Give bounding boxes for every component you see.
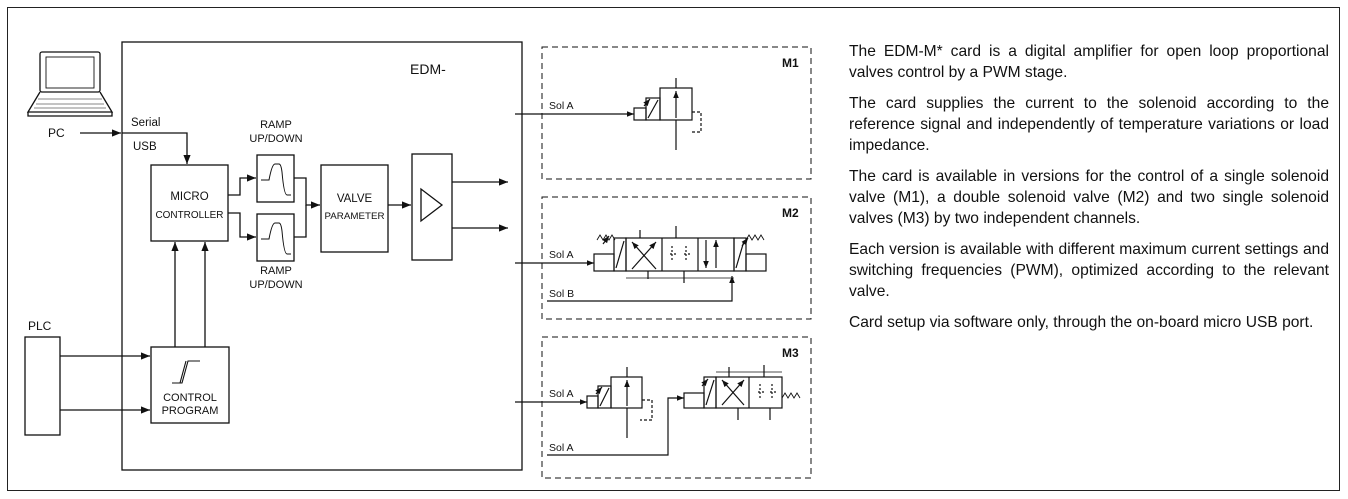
micro-label-2: CONTROLLER — [156, 210, 224, 221]
amplifier-block — [411, 153, 453, 261]
m3-sol-a-upper-label: Sol A — [549, 388, 574, 400]
serial-label: Serial — [131, 117, 160, 129]
m1-sol-a-label: Sol A — [549, 100, 574, 112]
ramp-up-curve — [261, 163, 291, 196]
m2-valve-box — [541, 196, 812, 320]
m2-sol-b-label: Sol B — [549, 288, 574, 300]
description-paragraph-5: Card setup via software only, through th… — [849, 314, 1314, 331]
ramp-top-label-1: RAMP — [260, 119, 292, 131]
m1-valve-symbol — [515, 78, 702, 150]
edm-card-box — [121, 41, 523, 471]
plc-block — [24, 336, 61, 436]
m2-valve-symbol — [515, 226, 767, 302]
control-label-1: CONTROL — [163, 392, 217, 404]
laptop-icon — [26, 51, 114, 117]
m2-label: M2 — [782, 206, 799, 220]
micro-label-1: MICRO — [170, 191, 208, 203]
hysteresis-icon — [172, 360, 200, 384]
valve-param-label-2: PARAMETER — [325, 211, 385, 222]
m3-sol-a-lower-label: Sol A — [549, 442, 574, 454]
plc-label: PLC — [28, 319, 52, 333]
ramp-down-curve — [261, 222, 291, 255]
control-program-block — [150, 346, 230, 424]
description-paragraph-3: The card is available in versions for th… — [849, 168, 1329, 227]
description-paragraph-1: The EDM-M* card is a digital amplifier f… — [849, 43, 1329, 81]
usb-label: USB — [133, 141, 157, 153]
description-text: The EDM-M* card is a digital amplifier f… — [849, 41, 1329, 333]
m1-valve-box — [541, 46, 812, 180]
outer-frame — [7, 7, 1340, 491]
microcontroller-block — [150, 164, 229, 242]
card-label: EDM- — [410, 61, 446, 77]
description-paragraph-2: The card supplies the current to the sol… — [849, 95, 1329, 154]
description-paragraph-4: Each version is available with different… — [849, 241, 1329, 300]
m3-label: M3 — [782, 346, 799, 360]
ramp-bottom-label-1: RAMP — [260, 265, 292, 277]
ramp-bottom-label-2: UP/DOWN — [249, 279, 302, 291]
m3-valve-symbol-right — [547, 365, 801, 456]
amplifier-triangle — [420, 187, 444, 223]
control-label-2: PROGRAM — [162, 405, 219, 417]
m2-sol-a-label: Sol A — [549, 249, 574, 261]
m3-valve-symbol-left — [515, 367, 653, 438]
usb-connection — [122, 132, 191, 164]
pc-label: PC — [48, 126, 65, 140]
m3-valve-box — [541, 336, 812, 479]
ramp-top-label-2: UP/DOWN — [249, 133, 302, 145]
valve-parameter-block — [320, 164, 389, 253]
valve-param-label-1: VALVE — [337, 193, 373, 205]
m1-label: M1 — [782, 56, 799, 70]
